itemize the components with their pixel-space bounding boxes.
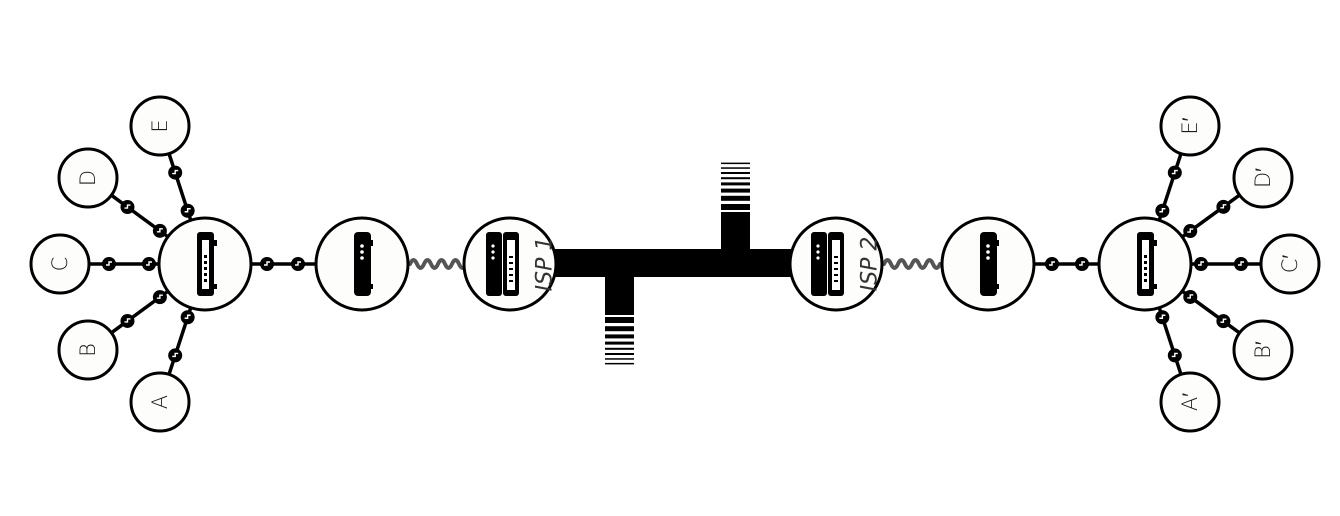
connector-icon xyxy=(168,348,183,363)
host-node-icon xyxy=(129,95,191,157)
connector-icon xyxy=(291,257,305,271)
left-modem[interactable] xyxy=(314,216,410,312)
host-right-1[interactable]: B′ xyxy=(1232,319,1294,381)
fade-stripe xyxy=(721,195,750,201)
connector-icon xyxy=(180,203,195,218)
host-right-0[interactable]: A′ xyxy=(1159,371,1221,433)
fade-stripe xyxy=(605,326,634,332)
host-left-3[interactable]: D xyxy=(57,147,119,209)
backbone-fade-down xyxy=(605,317,634,365)
backbone xyxy=(550,162,800,365)
host-node-icon xyxy=(129,371,191,433)
connector-icon xyxy=(1183,224,1198,239)
connector-icon xyxy=(168,165,183,180)
server-rack-icon xyxy=(486,232,519,296)
isp2-node[interactable]: ISP 2 xyxy=(788,216,884,312)
fade-stripe xyxy=(605,358,634,360)
host-label: C′ xyxy=(1278,255,1302,274)
connector-icon xyxy=(260,257,274,271)
host-node-icon xyxy=(57,147,119,209)
connector-icon xyxy=(1155,310,1170,325)
backbone-bus xyxy=(550,249,800,277)
fade-stripe xyxy=(721,162,750,165)
switch-icon xyxy=(197,232,217,296)
connector-icon xyxy=(102,257,116,271)
fade-stripe xyxy=(605,317,634,323)
fade-stripe xyxy=(605,334,634,339)
hosts: A B C D E A′ B′ C′ D′ E′ xyxy=(29,95,1321,433)
host-node-icon xyxy=(1232,147,1294,209)
connector-icon xyxy=(120,200,135,215)
host-label: E′ xyxy=(1178,117,1202,134)
fade-stripe xyxy=(605,347,634,350)
host-left-1[interactable]: B xyxy=(57,319,119,381)
connector-icon xyxy=(1167,348,1182,363)
left-switch[interactable] xyxy=(157,216,253,312)
host-label: E xyxy=(148,119,172,132)
host-node-icon xyxy=(1159,95,1221,157)
backbone-drop-down xyxy=(605,275,634,315)
host-node-icon xyxy=(29,233,91,295)
connector-icon xyxy=(1194,257,1208,271)
connector-icon xyxy=(1216,314,1231,329)
backbone-drop-up xyxy=(721,212,750,252)
host-right-4[interactable]: E′ xyxy=(1159,95,1221,157)
host-label: A′ xyxy=(1178,393,1202,411)
fade-stripe xyxy=(721,167,750,169)
fade-stripe xyxy=(605,353,634,355)
host-label: D′ xyxy=(1251,168,1275,188)
coil-cable-left xyxy=(408,258,468,270)
host-label: A xyxy=(148,395,172,409)
host-left-2[interactable]: C xyxy=(29,233,91,295)
connector-icon xyxy=(180,310,195,325)
connector-icon xyxy=(1155,203,1170,218)
right-switch[interactable] xyxy=(1097,216,1193,312)
connector-icon xyxy=(1075,257,1089,271)
links xyxy=(89,153,1261,375)
connector-icon xyxy=(120,313,135,328)
connector-icon xyxy=(1183,289,1198,304)
modem-icon xyxy=(354,232,373,296)
backbone-fade-up xyxy=(721,162,750,210)
host-label: C xyxy=(48,257,72,272)
host-node-icon xyxy=(1159,371,1221,433)
switch-icon xyxy=(1137,232,1157,296)
coil-cable-right xyxy=(882,258,942,270)
host-left-0[interactable]: A xyxy=(129,371,191,433)
fade-stripe xyxy=(721,204,750,210)
connector-icon xyxy=(1234,257,1248,271)
modem-icon xyxy=(980,232,999,296)
connector-icon xyxy=(1045,257,1059,271)
right-modem[interactable] xyxy=(940,216,1036,312)
fade-stripe xyxy=(605,341,634,345)
connector-icon xyxy=(152,223,167,238)
host-node-icon xyxy=(1259,233,1321,295)
isp1-label: ISP 1 xyxy=(533,237,558,292)
host-node-icon xyxy=(57,319,119,381)
fade-stripe xyxy=(721,172,750,174)
isp1-node[interactable]: ISP 1 xyxy=(462,216,558,312)
host-label: B xyxy=(76,343,100,357)
host-label: D xyxy=(76,170,100,186)
fade-stripe xyxy=(721,188,750,193)
host-label: B′ xyxy=(1251,341,1275,359)
connector-icon xyxy=(1216,199,1231,214)
host-node-icon xyxy=(1232,319,1294,381)
host-left-4[interactable]: E xyxy=(129,95,191,157)
connector-icon xyxy=(142,257,156,271)
server-rack-icon xyxy=(811,232,844,296)
fade-stripe xyxy=(721,182,750,186)
host-right-2[interactable]: C′ xyxy=(1259,233,1321,295)
connector-icon xyxy=(152,290,167,305)
connector-icon xyxy=(1167,165,1182,180)
host-right-3[interactable]: D′ xyxy=(1232,147,1294,209)
isp2-label: ISP 2 xyxy=(858,237,883,292)
fade-stripe xyxy=(721,177,750,180)
fade-stripe xyxy=(605,362,634,365)
